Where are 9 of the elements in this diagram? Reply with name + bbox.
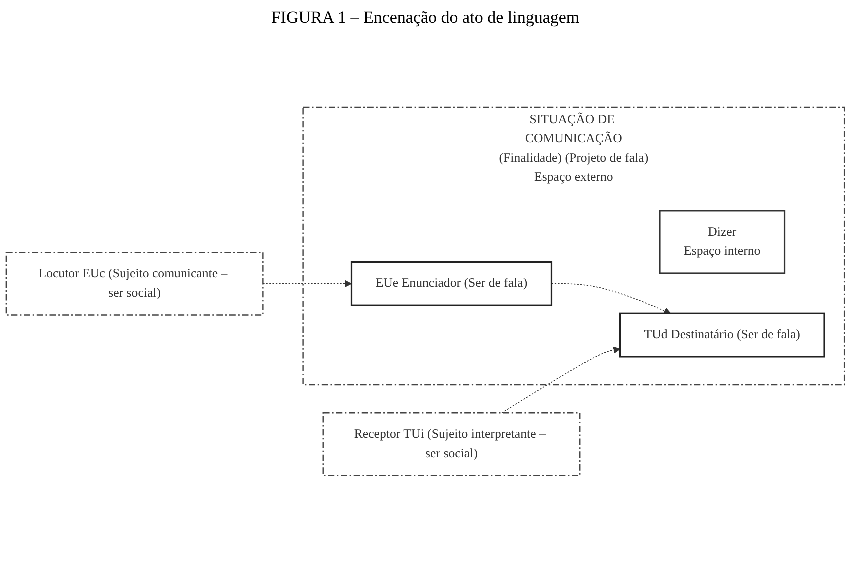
arrow — [502, 347, 621, 414]
arrow — [551, 284, 672, 315]
figure-title: FIGURA 1 – Encenação do ato de linguagem — [270, 8, 581, 28]
node-box: Receptor TUi (Sujeito interpretante – ser social) — [322, 412, 581, 477]
arrow — [262, 280, 352, 288]
node-box: Dizer Espaço interno — [659, 210, 786, 275]
node-box: Locutor EUc (Sujeito comunicante – ser social) — [6, 252, 264, 316]
node-box: EUe Enunciador (Ser de fala) — [350, 262, 553, 307]
node-box: TUd Destinatário (Ser de fala) — [619, 313, 826, 358]
